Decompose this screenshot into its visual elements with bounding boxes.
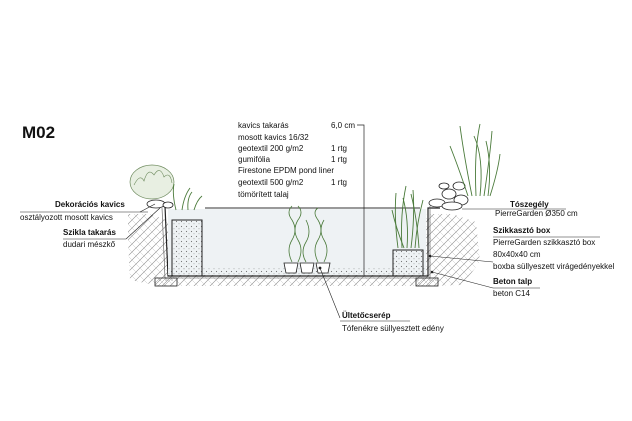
layer-name: gumifólia [238,155,271,164]
left-shrub [129,164,203,211]
base-leader [431,271,494,289]
layer-name: mosott kavics 16/32 [238,133,309,142]
drawing-code: M02 [22,123,55,142]
deco-leader [139,203,156,213]
base-title: Beton talp [493,277,532,286]
base-leader-dot [430,270,434,274]
layer-name: kavics takarás [238,121,289,130]
deco-gravel-desc: osztályozott mosott kavics [20,213,113,222]
right-infiltration-box [392,249,424,277]
deco-gravel-title: Dekorációs kavics [55,200,125,209]
base-desc: beton C14 [493,289,530,298]
planting-pots [283,262,331,274]
layer-name: geotextil 200 g/m2 [238,144,304,153]
decorative-pebbles-left [146,199,174,209]
layer-name: geotextil 500 g/m2 [238,178,304,187]
submerged-plants [288,205,328,263]
layer-qty: 1 rtg [331,144,347,153]
layer-list: kavics takarás 6,0 cm mosott kavics 16/3… [238,121,355,199]
box-title: Szikkasztó box [493,226,551,235]
layer-qty: 6,0 cm [331,121,355,130]
rock-cover-title: Szikla takarás [63,228,116,237]
tall-grass [449,123,501,197]
box-line2: 80x40x40 cm [493,250,541,259]
bottom-gravel [168,268,426,276]
box-line3: boxba süllyeszett virágedényekkel [493,262,615,271]
right-concrete-footing [415,277,439,287]
rock-cover-desc: dudari mészkő [63,240,116,249]
edge-title: Tószegély [510,200,549,209]
edge-desc: PierreGarden Ø350 cm [495,209,578,218]
layer-name: Firestone EPDM pond liner [238,166,334,175]
pot-title: Ültetőcserép [342,311,391,320]
layer-qty: 1 rtg [331,155,347,164]
pot-leader [319,267,341,319]
layer-name: tömörített talaj [238,190,289,199]
pot-desc: Tófenékre süllyesztett edény [342,324,444,333]
left-concrete-footing [154,277,178,287]
box-leader-dot [428,254,432,258]
left-box [171,219,203,277]
box-leader [429,255,494,263]
box-line1: PierreGarden szikkasztó box [493,238,595,247]
edge-stones-right [428,181,469,211]
layer-leader [357,124,365,275]
right-reeds [391,185,424,249]
layer-qty: 1 rtg [331,178,347,187]
geotextile-line [161,206,431,279]
rock-leader [125,207,161,240]
